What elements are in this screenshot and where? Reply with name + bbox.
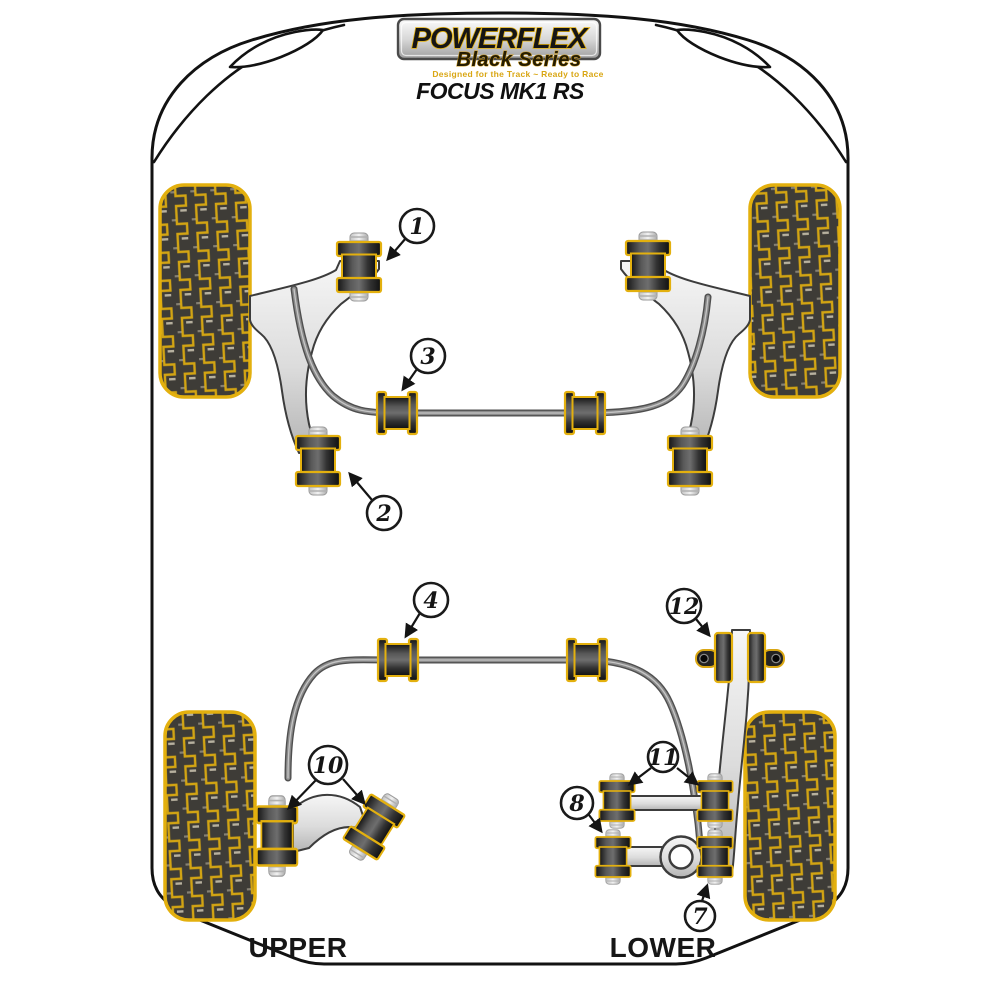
- callout-7-number: 7: [692, 904, 708, 930]
- tire-front-right: [748, 183, 842, 399]
- callouts: 1 2 3 4 7 8 1: [287, 207, 717, 933]
- series-wordmark: Black Series: [457, 49, 582, 71]
- mount-eye-left-hole: [699, 653, 709, 664]
- front-control-arm-right: [620, 260, 751, 454]
- callout-10-arrow-right: [342, 778, 366, 806]
- tire-rear-right: [743, 710, 837, 922]
- car-body-outline: [150, 11, 850, 966]
- front-arm-rear-bushing-left: [294, 425, 342, 497]
- rear-upper-link-bushing-outer: [696, 772, 734, 830]
- rear-upper-arm-inner-bushing: [255, 794, 299, 878]
- rear-lower-arm-bushing-outer: [696, 828, 734, 886]
- callout-7: 7: [683, 883, 717, 933]
- rear-arb-bushing-left: [376, 637, 420, 683]
- callout-12: 12: [665, 587, 711, 638]
- callout-10: 10: [287, 744, 366, 811]
- callout-4-number: 4: [423, 588, 438, 614]
- headlight-left: [228, 28, 325, 69]
- rear-suspension: [255, 629, 785, 886]
- callout-8: 8: [559, 785, 603, 834]
- vehicle-model-title: FOCUS MK1 RS: [416, 78, 585, 104]
- brand-wordmark: POWERFLEX: [412, 23, 589, 55]
- rear-trailing-arm-mount: [695, 631, 785, 684]
- callout-4-circle: [412, 581, 450, 619]
- callout-10-number: 10: [313, 753, 344, 779]
- callout-12-arrow: [695, 618, 711, 638]
- front-arm-front-bushing-left: [335, 231, 383, 303]
- lower-section-label: LOWER: [610, 932, 717, 963]
- callout-8-circle: [559, 785, 595, 821]
- callout-3-number: 3: [420, 344, 435, 370]
- callout-7-circle: [683, 899, 717, 933]
- callout-3: 3: [401, 337, 447, 392]
- rear-upper-link-bushing-inner: [598, 772, 636, 830]
- callout-2-number: 2: [375, 501, 391, 527]
- front-suspension: [249, 230, 751, 497]
- callout-11-arrow-left: [627, 767, 652, 786]
- rear-upper-link: [620, 795, 714, 811]
- brand-plate-bg: [396, 17, 602, 61]
- rear-lower-arm: [615, 835, 714, 879]
- callout-3-arrow: [401, 368, 418, 392]
- upper-section-label: UPPER: [249, 932, 348, 963]
- callout-1-arrow: [386, 237, 407, 262]
- front-arb-bushing-left: [375, 390, 419, 436]
- callout-11-circle: [646, 740, 680, 774]
- callout-4-arrow: [404, 612, 421, 639]
- callout-2-circle: [365, 494, 403, 532]
- callout-8-arrow: [588, 814, 603, 834]
- car-body: [150, 11, 850, 966]
- brand-tagline: Designed for the Track ~ Ready to Race: [432, 69, 603, 79]
- callout-1-number: 1: [409, 214, 424, 240]
- tire-front-left: [158, 183, 252, 399]
- callout-11: 11: [627, 740, 700, 786]
- callout-8-number: 8: [568, 791, 584, 817]
- callout-11-arrow-right: [676, 767, 700, 786]
- rear-lower-arm-ring-hole: [668, 844, 694, 870]
- mount-bushing-flange-right: [746, 631, 767, 684]
- callout-10-arrow-left: [287, 779, 317, 811]
- front-arm-rear-bushing-right: [666, 425, 714, 497]
- callout-4: 4: [404, 581, 450, 639]
- callout-12-circle: [665, 587, 703, 625]
- rear-arb-bushing-right: [565, 637, 609, 683]
- front-control-arm-left: [249, 260, 380, 454]
- tire-rear-left: [163, 710, 257, 922]
- mount-eye-right-hole: [771, 653, 781, 664]
- callout-7-arrow: [696, 883, 711, 902]
- callout-2-arrow: [348, 471, 373, 501]
- callout-12-number: 12: [669, 594, 700, 620]
- callout-2: 2: [348, 471, 403, 532]
- callout-1-circle: [398, 207, 436, 245]
- callout-11-number: 11: [648, 745, 679, 771]
- brand-plate: POWERFLEX Black Series Designed for the …: [396, 17, 603, 104]
- callout-3-circle: [409, 337, 447, 375]
- rear-lower-arm-bushing-inner: [594, 828, 632, 886]
- callout-1: 1: [386, 207, 436, 262]
- front-arm-front-bushing-right: [624, 230, 672, 302]
- headlight-right: [675, 28, 772, 69]
- front-arb-bushing-right: [563, 390, 607, 436]
- callout-10-circle: [307, 744, 349, 786]
- mount-bushing-flange-left: [713, 631, 734, 684]
- brand-plate-bevel: [400, 21, 598, 57]
